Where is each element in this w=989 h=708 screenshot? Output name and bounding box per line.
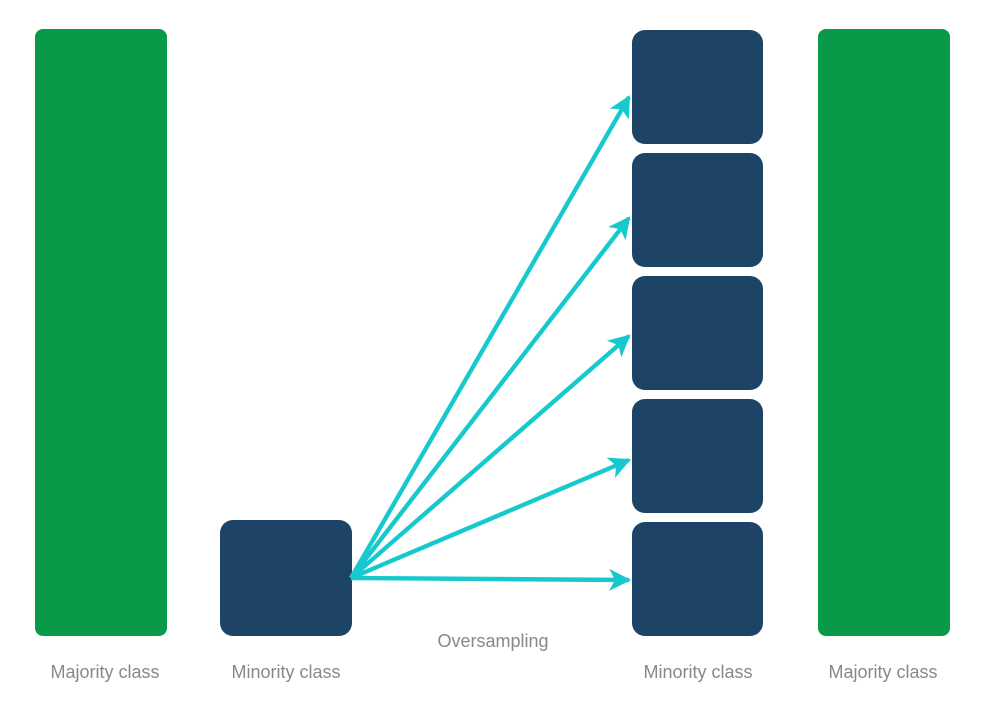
label-minority-class-left: Minority class xyxy=(231,662,341,682)
oversampling-arrow xyxy=(349,95,631,580)
label-oversampling: Oversampling xyxy=(437,631,549,651)
label-majority-class-right: Majority class xyxy=(828,662,938,682)
minority-stack xyxy=(632,30,763,636)
minority-copy-block xyxy=(632,399,763,513)
minority-copy-block xyxy=(632,276,763,390)
minority-copy-block xyxy=(632,522,763,636)
oversampling-arrow xyxy=(350,568,632,591)
minority-class-block xyxy=(220,520,352,636)
oversampling-arrow xyxy=(350,457,632,581)
minority-copy-block xyxy=(632,153,763,267)
label-majority-class-left: Majority class xyxy=(50,662,160,682)
arrow-lines xyxy=(349,95,632,591)
majority-class-bar-right xyxy=(818,29,950,636)
label-minority-class-right: Minority class xyxy=(643,662,753,682)
oversampling-arrow xyxy=(349,216,631,580)
oversampling-arrow xyxy=(349,334,631,580)
majority-class-bar-left xyxy=(35,29,167,636)
minority-copy-block xyxy=(632,30,763,144)
